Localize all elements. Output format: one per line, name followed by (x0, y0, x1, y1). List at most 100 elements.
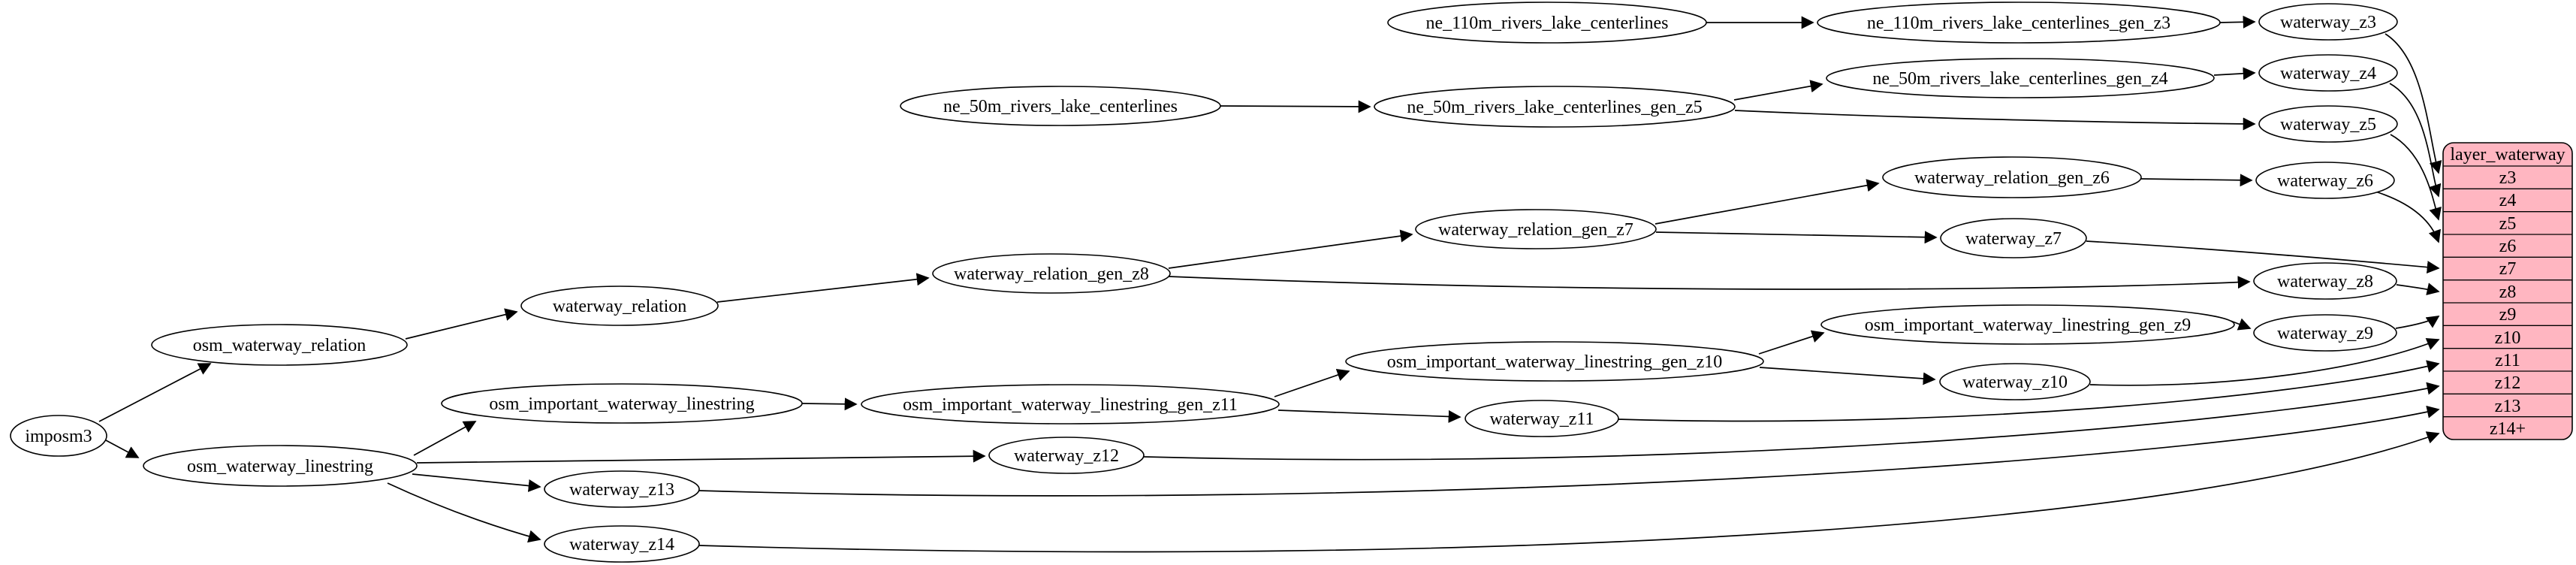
edge-osm_waterway_relation--waterway_relation (405, 308, 518, 340)
svg-text:waterway_z14: waterway_z14 (569, 535, 674, 554)
svg-text:ne_50m_rivers_lake_centerlines: ne_50m_rivers_lake_centerlines (943, 97, 1178, 116)
edge-waterway_z7--row-z7 (2086, 240, 2440, 274)
node-waterway_z13: waterway_z13 (544, 470, 700, 508)
edge-waterway_z9--row-z9 (2395, 316, 2440, 329)
svg-text:waterway_z6: waterway_z6 (2277, 171, 2373, 191)
node-ne_50m_rivers_lake_centerlines_gen_z5: ne_50m_rivers_lake_centerlines_gen_z5 (1374, 86, 1736, 128)
table-row-z3: z3 (2499, 168, 2517, 188)
edge-waterway_relation_gen_z8--waterway_z8 (1168, 276, 2251, 290)
svg-text:ne_50m_rivers_lake_centerlines: ne_50m_rivers_lake_centerlines_gen_z4 (1872, 69, 2167, 89)
svg-text:ne_110m_rivers_lake_centerline: ne_110m_rivers_lake_centerlines_gen_z3 (1867, 14, 2170, 33)
node-imposm3: imposm3 (10, 415, 107, 457)
edge-osm_important_waterway_linestring_gen_z11--osm_important_waterway_linestring_gen_z10 (1274, 368, 1350, 397)
edge-waterway_z6--row-z6 (2375, 191, 2441, 243)
edge-osm_waterway_linestring--waterway_z13 (412, 473, 541, 492)
svg-text:waterway_z8: waterway_z8 (2277, 272, 2373, 292)
table-row-z7: z7 (2499, 259, 2517, 279)
node-waterway_relation: waterway_relation (520, 286, 719, 326)
node-osm_important_waterway_linestring_gen_z9: osm_important_waterway_linestring_gen_z9 (1820, 304, 2235, 345)
edge-waterway_relation--waterway_relation_gen_z8 (716, 273, 930, 303)
edge-ne_110m_rivers_lake_centerlines_gen_z3--waterway_z3 (2219, 15, 2256, 29)
node-osm_important_waterway_linestring: osm_important_waterway_linestring (441, 383, 803, 424)
edge-osm_important_waterway_linestring_gen_z10--osm_important_waterway_linestring_gen_z9 (1758, 330, 1825, 355)
svg-text:waterway_z12: waterway_z12 (1014, 446, 1119, 466)
edge-ne_50m_rivers_lake_centerlines_gen_z5--ne_50m_rivers_lake_centerlines_gen_z4 (1733, 80, 1823, 101)
svg-text:osm_important_waterway_linestr: osm_important_waterway_linestring_gen_z1… (903, 395, 1238, 415)
node-waterway_relation_gen_z6: waterway_relation_gen_z6 (1882, 156, 2142, 198)
svg-text:waterway_z9: waterway_z9 (2277, 324, 2373, 343)
svg-text:waterway_z11: waterway_z11 (1489, 409, 1594, 429)
edge-osm_waterway_linestring--waterway_z12 (416, 449, 986, 464)
svg-text:imposm3: imposm3 (25, 427, 92, 446)
edge-waterway_relation_gen_z8--waterway_relation_gen_z7 (1168, 229, 1413, 269)
node-ne_110m_rivers_lake_centerlines: ne_110m_rivers_lake_centerlines (1387, 2, 1707, 44)
node-ne_50m_rivers_lake_centerlines: ne_50m_rivers_lake_centerlines (900, 86, 1221, 126)
svg-text:osm_important_waterway_linestr: osm_important_waterway_linestring_gen_z9 (1865, 316, 2191, 335)
edge-waterway_z4--row-z4 (2389, 83, 2442, 198)
node-ne_50m_rivers_lake_centerlines_gen_z4: ne_50m_rivers_lake_centerlines_gen_z4 (1826, 58, 2215, 98)
edge-waterway_z13--row-z13 (698, 405, 2440, 497)
node-osm_important_waterway_linestring_gen_z10: osm_important_waterway_linestring_gen_z1… (1345, 341, 1764, 382)
edge-imposm3--osm_waterway_linestring (105, 440, 140, 458)
edge-waterway_z8--row-z8 (2396, 282, 2440, 295)
edge-osm_waterway_linestring--waterway_z14 (387, 482, 541, 543)
svg-text:waterway_z10: waterway_z10 (1962, 373, 2068, 392)
table-row-z10: z10 (2495, 328, 2521, 348)
node-waterway_z8: waterway_z8 (2253, 262, 2397, 300)
node-waterway_z14: waterway_z14 (544, 525, 700, 563)
edge-osm_important_waterway_linestring_gen_z9--waterway_z9 (2230, 318, 2252, 331)
node-waterway_relation_gen_z7: waterway_relation_gen_z7 (1415, 209, 1657, 249)
svg-text:waterway_z13: waterway_z13 (569, 480, 674, 500)
edge-waterway_z14--row-z14 (698, 431, 2440, 553)
edge-waterway_relation_gen_z7--waterway_z7 (1655, 231, 1938, 244)
table-row-z4: z4 (2499, 191, 2517, 210)
table-row-z6: z6 (2499, 237, 2517, 256)
table-row-z12: z12 (2495, 373, 2521, 393)
node-waterway_z3: waterway_z3 (2258, 3, 2398, 41)
svg-text:waterway_relation_gen_z8: waterway_relation_gen_z8 (954, 264, 1149, 284)
node-waterway_z6: waterway_z6 (2255, 162, 2395, 199)
edge-waterway_z5--row-z5 (2390, 134, 2442, 221)
node-waterway_z4: waterway_z4 (2258, 54, 2398, 92)
svg-text:osm_important_waterway_linestr: osm_important_waterway_linestring_gen_z1… (1387, 352, 1723, 372)
node-waterway_z10: waterway_z10 (1939, 363, 2091, 400)
edge-osm_important_waterway_linestring--osm_important_waterway_linestring_gen_z11 (801, 397, 858, 411)
svg-text:osm_waterway_linestring: osm_waterway_linestring (187, 457, 373, 476)
table-layer_waterway: layer_waterway z3 z4 z5 z6 z7 z8 z9 z10 … (2442, 142, 2573, 440)
table-title: layer_waterway (2450, 145, 2565, 165)
svg-text:osm_waterway_relation: osm_waterway_relation (193, 336, 366, 355)
svg-text:waterway_relation_gen_z6: waterway_relation_gen_z6 (1914, 168, 2110, 188)
svg-text:waterway_relation: waterway_relation (553, 297, 687, 316)
edge-ne_50m_rivers_lake_centerlines_gen_z5--waterway_z5 (1734, 110, 2256, 131)
table-row-z13: z13 (2495, 397, 2521, 416)
table-row-z14plus: z14+ (2490, 419, 2526, 439)
node-waterway_z7: waterway_z7 (1940, 218, 2087, 258)
svg-text:waterway_z5: waterway_z5 (2280, 115, 2376, 134)
edge-osm_important_waterway_linestring_gen_z10--waterway_z10 (1759, 367, 1936, 385)
edge-osm_important_waterway_linestring_gen_z11--waterway_z11 (1277, 409, 1461, 423)
node-osm_waterway_linestring: osm_waterway_linestring (143, 445, 418, 487)
edge-waterway_z12--row-z12 (1143, 382, 2440, 461)
node-waterway_relation_gen_z8: waterway_relation_gen_z8 (932, 253, 1171, 294)
edge-waterway_z10--row-z10 (2089, 337, 2440, 386)
svg-text:waterway_z3: waterway_z3 (2280, 13, 2376, 32)
node-waterway_z5: waterway_z5 (2258, 105, 2398, 143)
table-row-z5: z5 (2499, 214, 2517, 234)
table-row-z11: z11 (2495, 351, 2520, 370)
table-row-z8: z8 (2499, 282, 2517, 302)
table-row-z9: z9 (2499, 305, 2517, 325)
edge-waterway_z11--row-z11 (1618, 360, 2440, 422)
svg-text:waterway_relation_gen_z7: waterway_relation_gen_z7 (1438, 220, 1633, 240)
svg-text:osm_important_waterway_linestr: osm_important_waterway_linestring (489, 394, 754, 414)
node-waterway_z11: waterway_z11 (1464, 400, 1619, 437)
node-waterway_z12: waterway_z12 (988, 437, 1145, 474)
edge-ne_50m_rivers_lake_centerlines_gen_z4--waterway_z4 (2213, 67, 2256, 80)
edge-ne_50m_rivers_lake_centerlines--ne_50m_rivers_lake_centerlines_gen_z5 (1220, 100, 1371, 113)
edge-waterway_relation_gen_z7--waterway_relation_gen_z6 (1654, 179, 1880, 225)
svg-text:waterway_z7: waterway_z7 (1965, 229, 2062, 249)
edges (98, 15, 2442, 553)
svg-text:waterway_z4: waterway_z4 (2280, 64, 2376, 83)
edge-imposm3--osm_waterway_relation (98, 363, 212, 422)
node-waterway_z9: waterway_z9 (2253, 314, 2397, 352)
edge-waterway_z3--row-z3 (2384, 33, 2442, 174)
